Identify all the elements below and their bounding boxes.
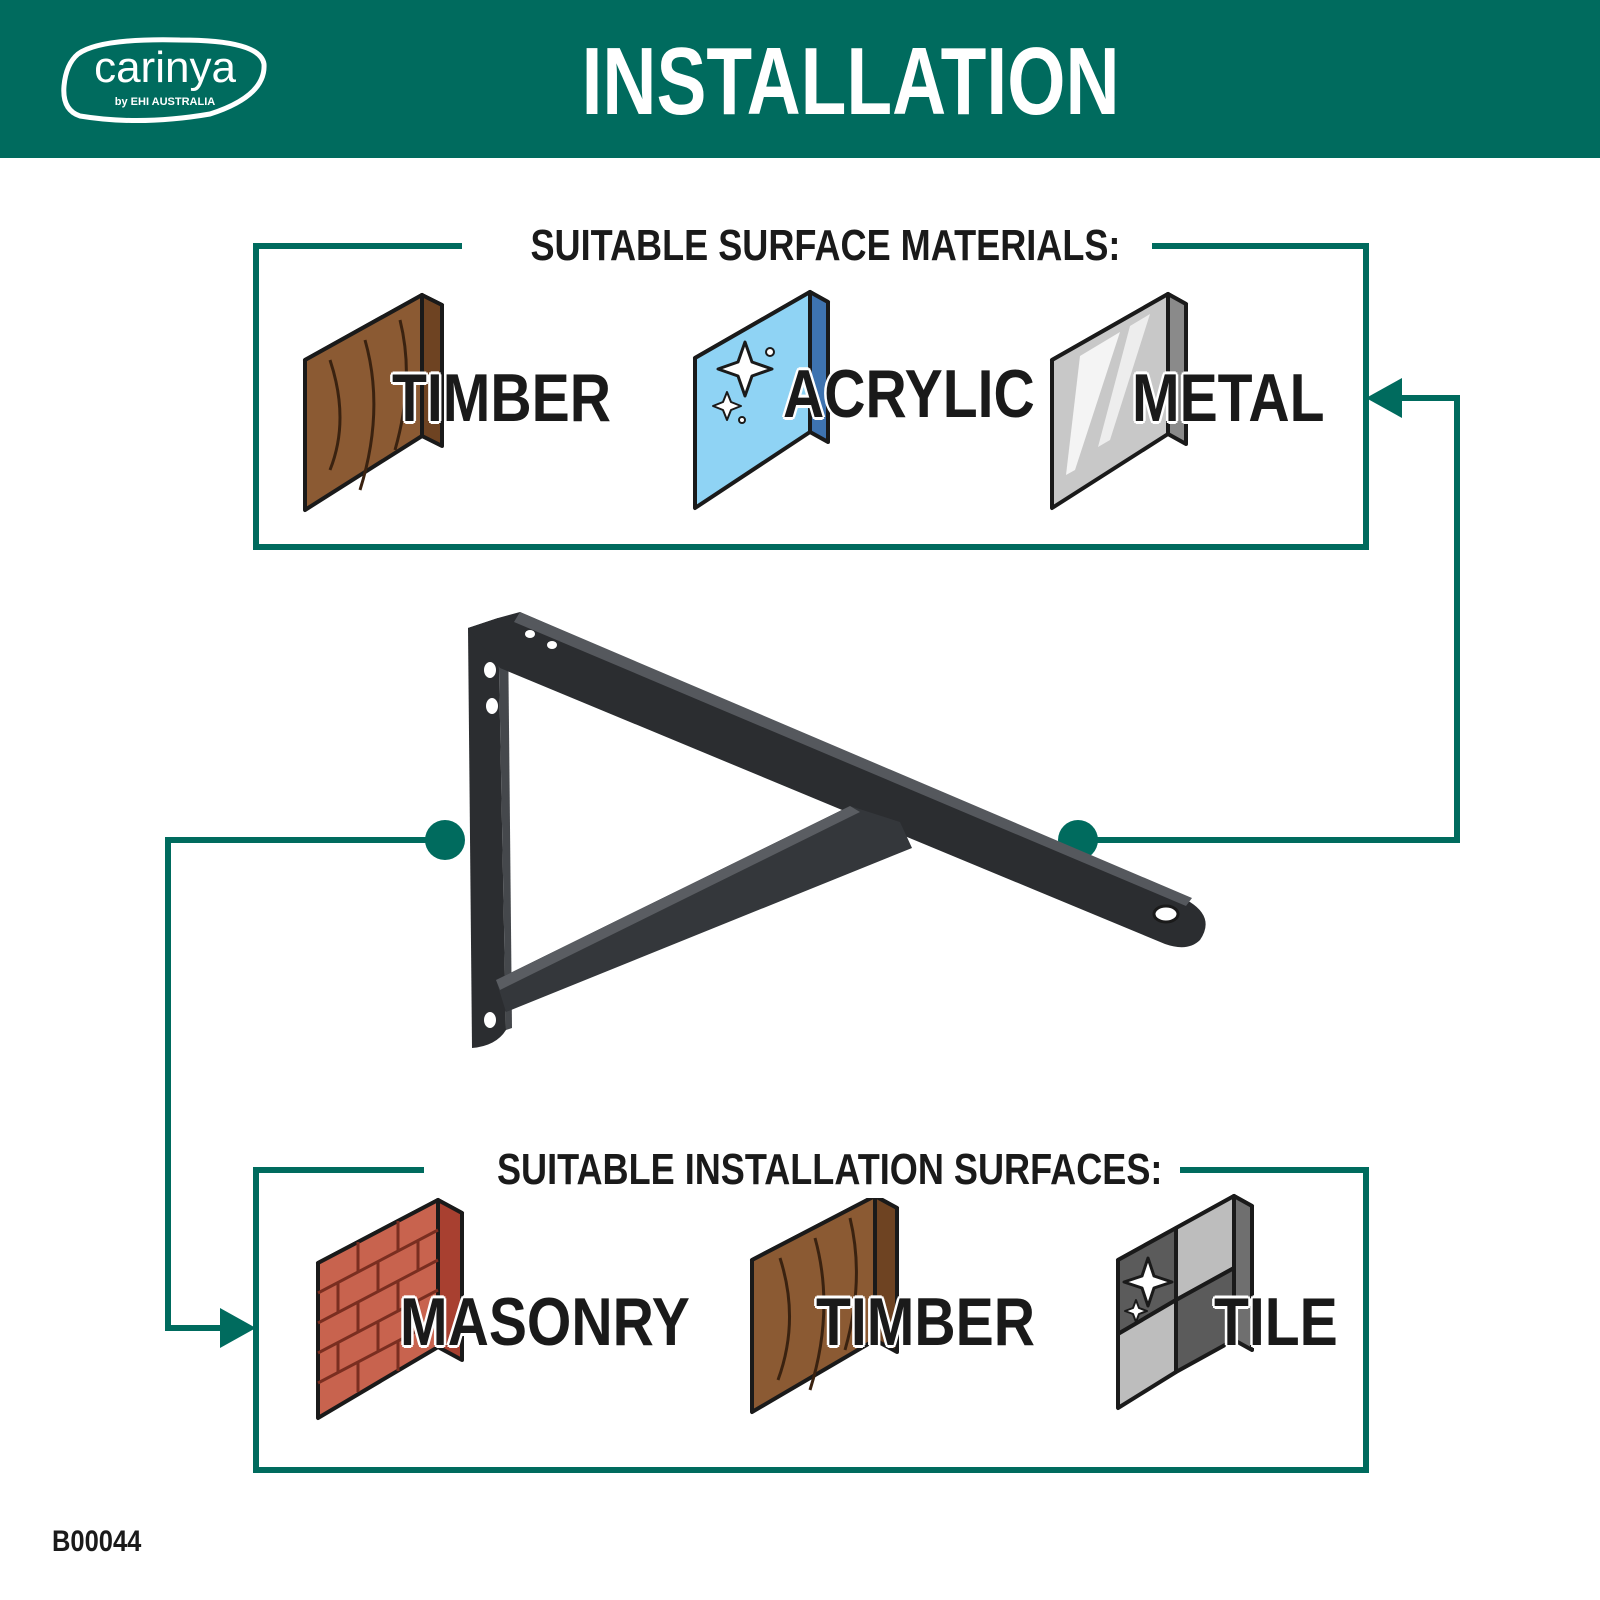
brand-logo: carinya by EHI AUSTRALIA — [60, 34, 270, 126]
left-connector-dot — [425, 820, 465, 860]
right-connector-line — [1078, 395, 1460, 843]
metal-icon — [1050, 292, 1188, 510]
material-label-acrylic: ACRYLIC — [783, 356, 1035, 432]
surface-label-timber: TIMBER — [816, 1284, 1035, 1360]
surface-label-masonry: MASONRY — [400, 1284, 690, 1360]
left-arrow-head-icon — [220, 1308, 256, 1348]
product-code: B00044 — [52, 1525, 142, 1558]
header-bar — [0, 0, 1600, 158]
timber-icon — [750, 1194, 899, 1414]
tile-icon — [1116, 1194, 1254, 1410]
brick-icon — [316, 1198, 464, 1420]
materials-box-outline — [253, 243, 1369, 550]
logo-subtext: by EHI AUSTRALIA — [114, 96, 216, 108]
timber-icon — [303, 293, 444, 512]
shelf-bracket-icon — [468, 612, 1206, 1048]
right-arrow-head-icon — [1366, 378, 1402, 418]
material-label-timber: TIMBER — [392, 360, 611, 436]
material-label-metal: METAL — [1132, 360, 1325, 436]
logo-wordmark: carinya — [94, 43, 236, 92]
materials-section-title: SUITABLE SURFACE MATERIALS: — [530, 218, 1120, 274]
logo-outline-icon — [61, 37, 267, 124]
acrylic-icon — [693, 290, 830, 510]
surfaces-box-outline — [253, 1167, 1369, 1473]
left-connector-line — [165, 837, 445, 1331]
surfaces-section-title: SUITABLE INSTALLATION SURFACES: — [496, 1142, 1162, 1198]
surface-label-tile: TILE — [1214, 1284, 1338, 1360]
